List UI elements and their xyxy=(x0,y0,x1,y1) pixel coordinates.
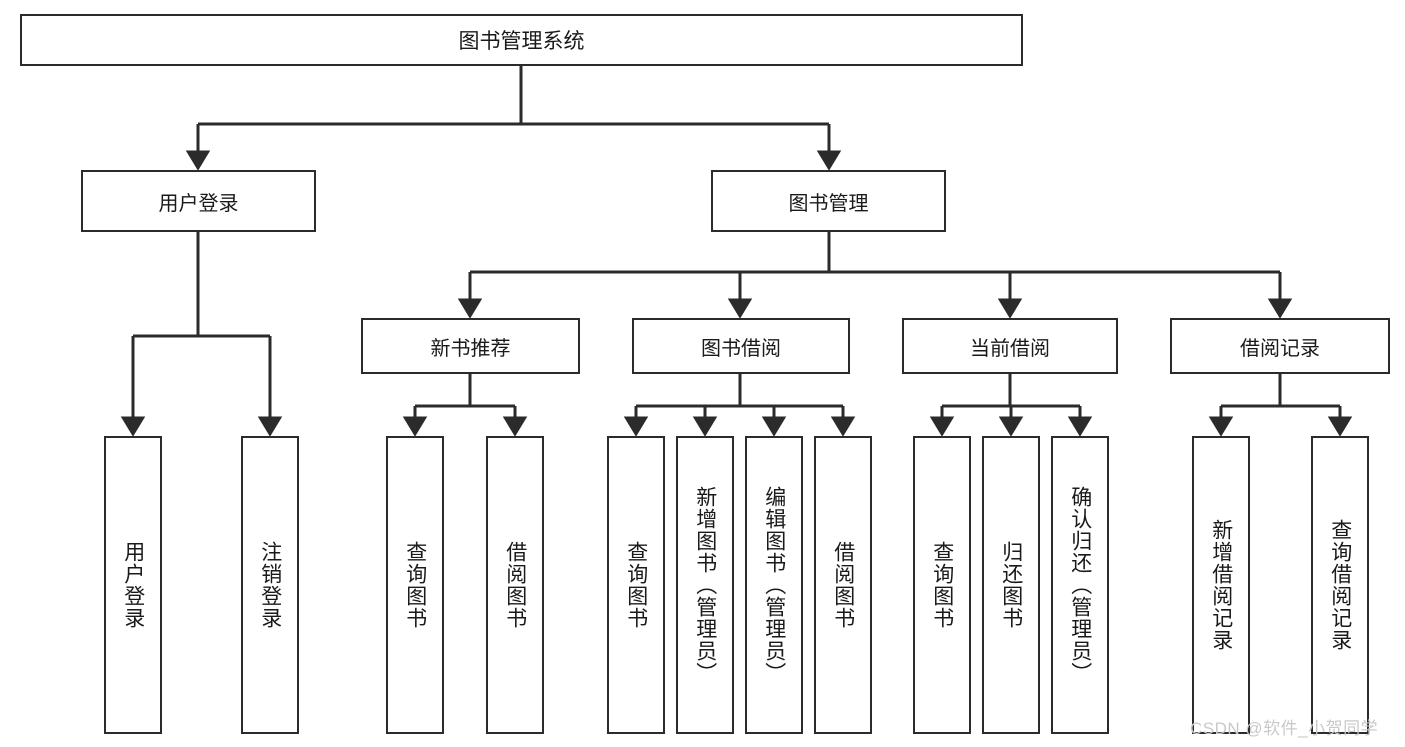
book-management-to-level3-connectors xyxy=(457,232,1293,319)
leaf-query-book-current[interactable]: 查询图书 xyxy=(913,436,971,734)
leaf-query-book-recommend[interactable]: 查询图书 xyxy=(386,436,444,734)
leaf-add-borrow-record[interactable]: 新增借阅记录 xyxy=(1192,436,1250,734)
leaf-label: 确认归还（管理员） xyxy=(1068,486,1092,684)
node-borrow-record[interactable]: 借阅记录 xyxy=(1170,318,1390,374)
node-book-management[interactable]: 图书管理 xyxy=(711,170,946,232)
node-root-system[interactable]: 图书管理系统 xyxy=(20,14,1023,66)
node-new-book-recommend[interactable]: 新书推荐 xyxy=(361,318,580,374)
borrow-record-to-leaves-connectors xyxy=(1208,374,1353,437)
leaf-label: 查询图书 xyxy=(930,541,954,629)
leaf-return-book[interactable]: 归还图书 xyxy=(982,436,1040,734)
leaf-label: 查询图书 xyxy=(403,541,427,629)
leaf-label: 编辑图书（管理员） xyxy=(762,486,786,684)
leaf-confirm-return-admin[interactable]: 确认归还（管理员） xyxy=(1051,436,1109,734)
current-borrow-to-leaves-connectors xyxy=(929,374,1093,437)
book-borrow-to-leaves-connectors xyxy=(623,374,856,437)
leaf-label: 借阅图书 xyxy=(831,541,855,629)
leaf-logout[interactable]: 注销登录 xyxy=(241,436,299,734)
node-book-borrow[interactable]: 图书借阅 xyxy=(632,318,850,374)
new-book-to-leaves-connectors xyxy=(402,374,528,437)
leaf-borrow-book-recommend[interactable]: 借阅图书 xyxy=(486,436,544,734)
leaf-label: 查询图书 xyxy=(624,541,648,629)
user-login-to-leaves-connectors xyxy=(120,232,283,437)
leaf-query-borrow-record[interactable]: 查询借阅记录 xyxy=(1311,436,1369,734)
leaf-edit-book-admin[interactable]: 编辑图书（管理员） xyxy=(745,436,803,734)
leaf-label: 新增借阅记录 xyxy=(1209,519,1233,651)
leaf-query-book-borrow[interactable]: 查询图书 xyxy=(607,436,665,734)
root-to-level2-connectors xyxy=(185,66,842,171)
leaf-user-login[interactable]: 用户登录 xyxy=(104,436,162,734)
leaf-label: 新增图书（管理员） xyxy=(693,486,717,684)
leaf-label: 归还图书 xyxy=(999,541,1023,629)
leaf-label: 注销登录 xyxy=(258,541,282,629)
leaf-label: 查询借阅记录 xyxy=(1328,519,1352,651)
leaf-add-book-admin[interactable]: 新增图书（管理员） xyxy=(676,436,734,734)
node-current-borrow[interactable]: 当前借阅 xyxy=(902,318,1118,374)
leaf-label: 用户登录 xyxy=(121,541,145,629)
leaf-label: 借阅图书 xyxy=(503,541,527,629)
node-user-login[interactable]: 用户登录 xyxy=(81,170,316,232)
leaf-borrow-book[interactable]: 借阅图书 xyxy=(814,436,872,734)
